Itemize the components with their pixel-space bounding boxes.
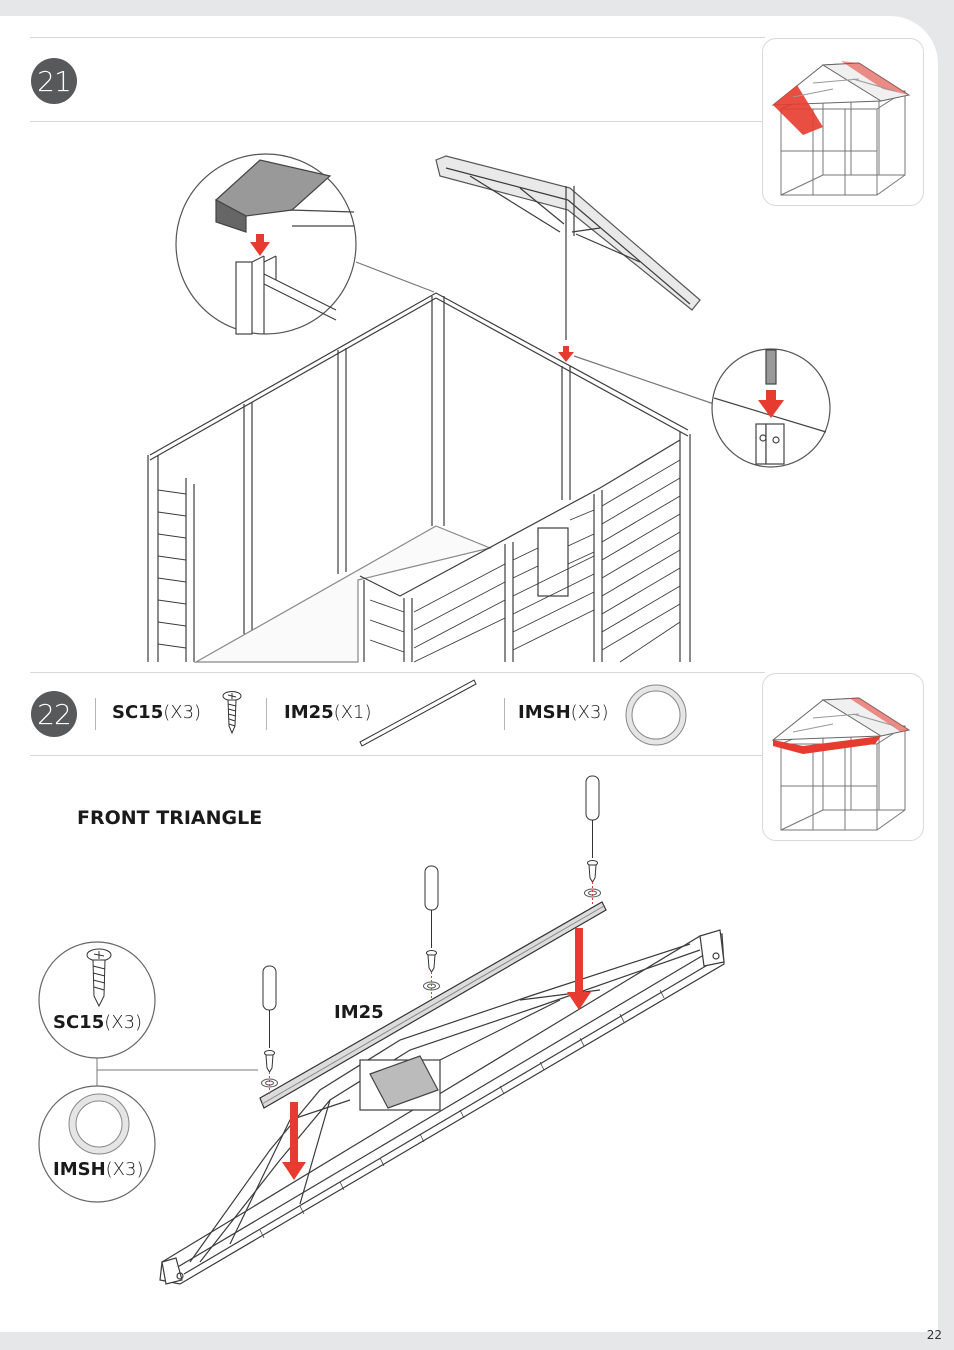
callout-imsh-label: IMSH(X3) [53, 1159, 143, 1180]
divider [30, 755, 765, 756]
callout-sc15-label: SC15(X3) [53, 1012, 142, 1033]
part-code: IM25 [284, 702, 334, 723]
part-qty: (X3) [570, 702, 609, 723]
parts-separator [504, 698, 505, 730]
bar-label: IM25 [334, 1002, 384, 1023]
screw-icon [86, 948, 112, 1008]
step-22-number: 22 [31, 691, 77, 737]
part-im25-label: IM25(X1) [284, 702, 372, 723]
divider [30, 37, 765, 38]
divider [30, 672, 765, 673]
page-number: 22 [926, 1328, 942, 1342]
part-imsh-label: IMSH(X3) [518, 702, 608, 723]
step-22-thumbnail [762, 673, 924, 841]
part-code: SC15 [53, 1012, 105, 1033]
washer-icon [68, 1093, 130, 1155]
washer-icon [625, 684, 687, 746]
part-code: IMSH [53, 1159, 106, 1180]
gazebo-roof-thumbnail-icon [771, 61, 911, 196]
part-qty: (X3) [104, 1012, 143, 1033]
parts-separator [95, 698, 96, 730]
part-sc15-label: SC15(X3) [112, 702, 201, 723]
rod-icon [359, 679, 477, 747]
screw-icon [222, 691, 242, 735]
part-qty: (X3) [163, 702, 202, 723]
gazebo-roof-thumbnail-icon [771, 697, 911, 831]
part-qty: (X1) [333, 702, 372, 723]
part-qty: (X3) [105, 1159, 144, 1180]
step-21-number: 21 [31, 58, 77, 104]
bar-label-text: IM25 [334, 1002, 384, 1023]
section-title: FRONT TRIANGLE [77, 807, 263, 829]
parts-separator [266, 698, 267, 730]
part-code: SC15 [112, 702, 164, 723]
divider [30, 121, 765, 122]
step-21-thumbnail [762, 38, 924, 206]
part-code: IMSH [518, 702, 571, 723]
